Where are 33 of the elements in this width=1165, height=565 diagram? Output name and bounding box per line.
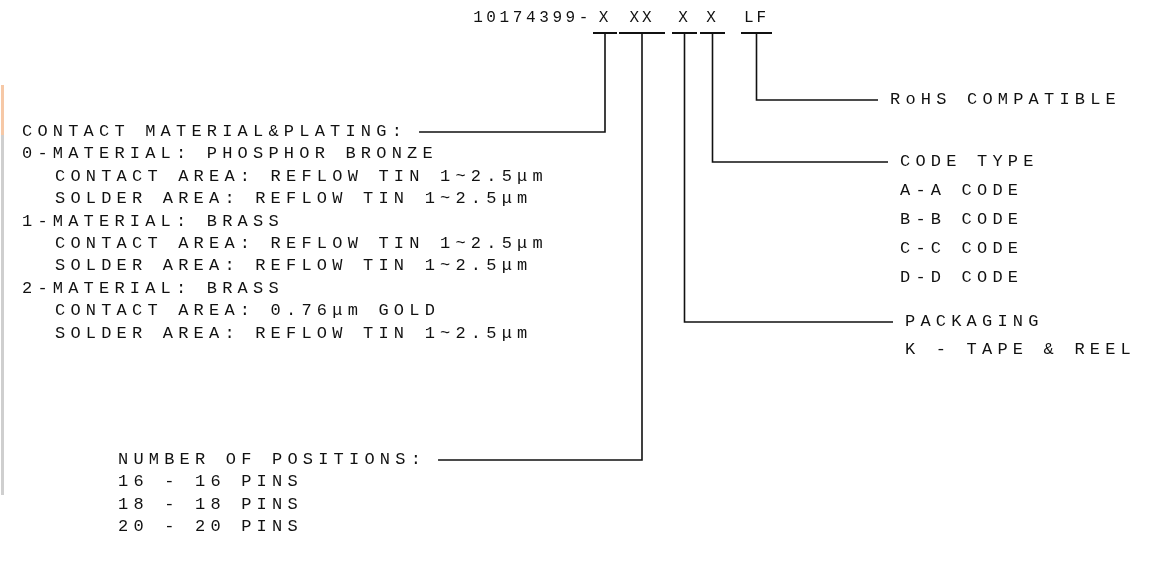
option-line: 20 - 20 PINS bbox=[118, 516, 303, 539]
part-number-prefix: 10174399- bbox=[473, 8, 592, 29]
option-line: 16 - 16 PINS bbox=[118, 471, 303, 494]
option-line: 18 - 18 PINS bbox=[118, 493, 303, 516]
option-heading: NUMBER OF POSITIONS: bbox=[106, 449, 439, 471]
option-line: 0-MATERIAL: PHOSPHOR BRONZE bbox=[22, 143, 438, 166]
option-heading: CONTACT MATERIAL&PLATING: bbox=[10, 121, 420, 143]
leader-line bbox=[437, 33, 643, 461]
leader-line bbox=[711, 33, 889, 163]
option-line: D-D CODE bbox=[900, 267, 1024, 289]
leader-line bbox=[683, 33, 894, 323]
option-heading: CODE TYPE bbox=[888, 151, 1051, 173]
option-line: A-A CODE bbox=[900, 180, 1024, 202]
option-line: K - TAPE & REEL bbox=[905, 339, 1137, 361]
part-number-field: X bbox=[593, 6, 617, 34]
option-line: SOLDER AREA: REFLOW TIN 1~2.5μm bbox=[55, 322, 533, 345]
option-heading: RoHS COMPATIBLE bbox=[878, 89, 1134, 111]
option-line: CONTACT AREA: 0.76μm GOLD bbox=[55, 300, 441, 323]
option-heading: PACKAGING bbox=[893, 311, 1056, 333]
leader-line bbox=[418, 33, 606, 133]
part-number-field: X bbox=[672, 6, 697, 34]
leader-line bbox=[755, 33, 879, 101]
option-line: SOLDER AREA: REFLOW TIN 1~2.5μm bbox=[55, 188, 533, 211]
option-line: SOLDER AREA: REFLOW TIN 1~2.5μm bbox=[55, 255, 533, 278]
option-line: CONTACT AREA: REFLOW TIN 1~2.5μm bbox=[55, 165, 548, 188]
option-line: 1-MATERIAL: BRASS bbox=[22, 210, 284, 233]
part-number-field: XX bbox=[619, 6, 665, 34]
part-number-field: X bbox=[700, 6, 725, 34]
option-line: 2-MATERIAL: BRASS bbox=[22, 277, 284, 300]
option-line: C-C CODE bbox=[900, 238, 1024, 260]
option-line: CONTACT AREA: REFLOW TIN 1~2.5μm bbox=[55, 233, 548, 255]
part-number-field: LF bbox=[741, 6, 772, 34]
option-line: B-B CODE bbox=[900, 209, 1024, 231]
